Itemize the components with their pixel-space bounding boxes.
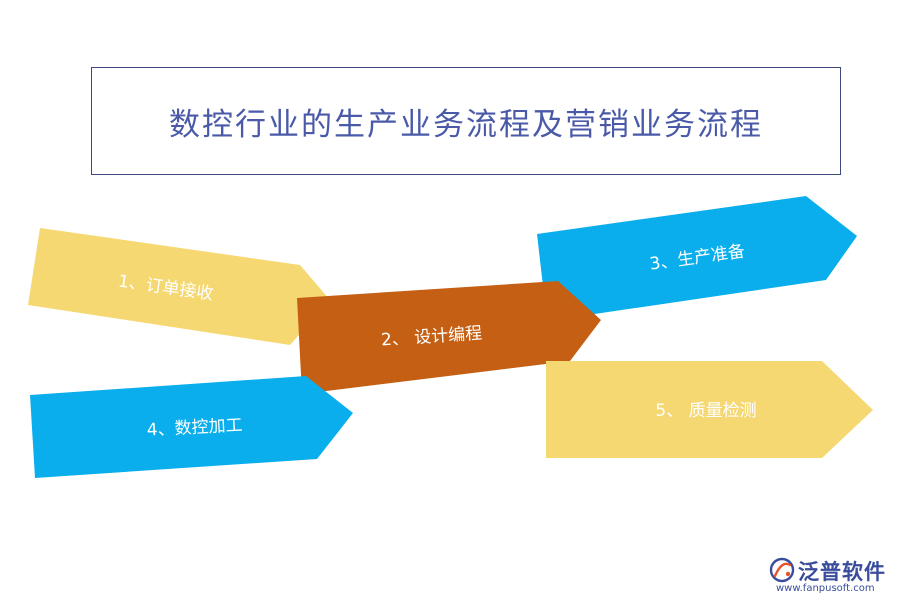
step-3-arrow: 3、生产准备 (537, 196, 857, 321)
step-5-arrow: 5、 质量检测 (546, 361, 873, 458)
title-box: 数控行业的生产业务流程及营销业务流程 (91, 67, 841, 175)
step-5-label: 5、 质量检测 (655, 401, 756, 421)
step-3-shape (537, 196, 857, 321)
step-4-arrow: 4、数控加工 (30, 376, 353, 478)
step-5-shape (546, 361, 873, 458)
logo-name: 泛普软件 (798, 560, 886, 584)
logo-url: www.fanpusoft.com (776, 583, 875, 594)
step-2-shape (297, 281, 601, 394)
step-1-shape (28, 228, 330, 345)
step-4-shape (30, 376, 353, 478)
logo-mark-icon (769, 557, 795, 583)
fanpu-logo: 泛普软件 www.fanpusoft.com (768, 556, 893, 596)
step-1-arrow: 1、订单接收 (28, 228, 330, 345)
diagram-title: 数控行业的生产业务流程及营销业务流程 (169, 106, 763, 143)
step-2-arrow: 2、 设计编程 (297, 281, 601, 394)
